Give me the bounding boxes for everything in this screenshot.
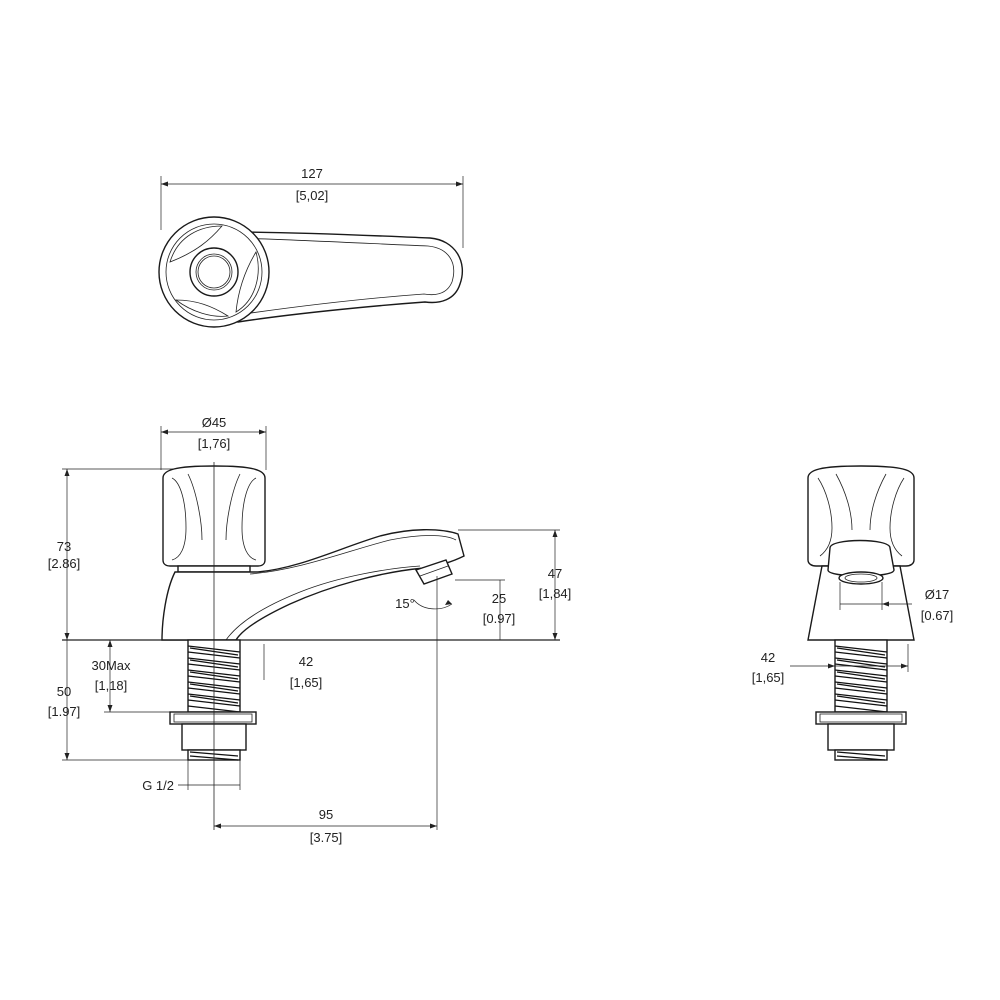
thread-spec: G 1/2 [142,778,174,793]
outlet-height-in: [0.97] [483,611,516,626]
outlet-diameter-in: [0.67] [921,608,954,623]
angle-label: 15° [395,596,415,611]
front-view: Ø17 [0.67] 42 [1,65] [752,465,954,761]
max-deck-mm: 30Max [91,658,131,673]
shank-length-in: [1.97] [48,704,81,719]
reach-mm: 95 [319,807,333,822]
outlet-diameter-mm: Ø17 [925,587,950,602]
spout-height-in: [1,84] [539,586,572,601]
top-view: 127 [5,02] [158,166,464,328]
handle-knob-front [807,465,915,567]
total-height-in: [2.86] [48,556,81,571]
spout-height-mm: 47 [548,566,562,581]
head-diameter-in: [1,76] [198,436,231,451]
base-width-in-front: [1,65] [752,670,785,685]
reach-in: [3.75] [310,830,343,845]
top-length-mm: 127 [301,166,323,181]
side-view: Ø45 [1,76] 73 [2.86] [48,415,572,845]
hub-center-ring [189,247,239,297]
base-width-mm-side: 42 [299,654,313,669]
base-width-in-side: [1,65] [290,675,323,690]
max-deck-in: [1,18] [95,678,128,693]
head-diameter-mm: Ø45 [202,415,227,430]
lever-handle-top [229,231,464,323]
shank-length-mm: 50 [57,684,71,699]
outlet-height-mm: 25 [492,591,506,606]
top-length-in: [5,02] [296,188,329,203]
base-width-mm-front: 42 [761,650,775,665]
total-height-mm: 73 [57,539,71,554]
